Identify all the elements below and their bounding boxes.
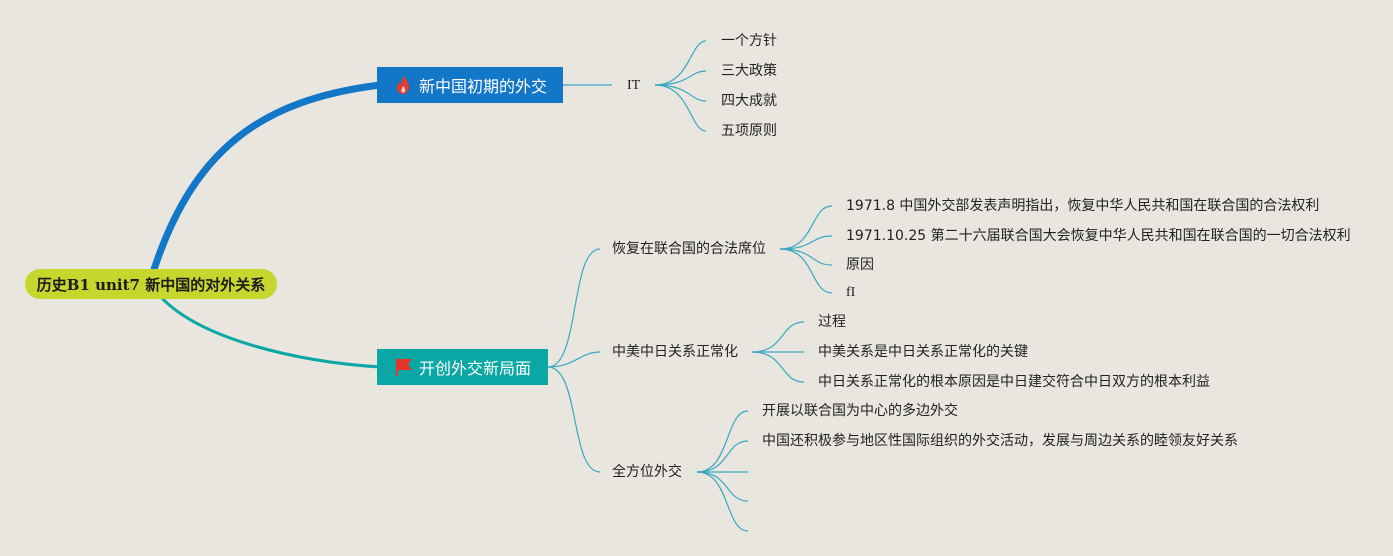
- topic3-child-2[interactable]: 中国还积极参与地区性国际组织的外交活动，发展与周边关系的睦领友好关系: [762, 433, 1238, 449]
- connectors-branch2-topics: [547, 248, 601, 473]
- topic1-child-3[interactable]: 原因: [846, 257, 874, 273]
- connectors-topic2-children: [751, 321, 805, 383]
- topic2-child-2[interactable]: 中美关系是中日关系正常化的关键: [818, 344, 1028, 360]
- topic1-child-4[interactable]: fI: [846, 285, 856, 300]
- root-topic[interactable]: 历史B1 unit7 新中国的对外关系: [25, 269, 277, 299]
- topic2-child-1[interactable]: 过程: [818, 314, 846, 330]
- topic3-child-1[interactable]: 开展以联合国为中心的多边外交: [762, 403, 958, 419]
- connectors-it-children: [654, 40, 707, 132]
- branch2-label: 开创外交新局面: [419, 359, 532, 378]
- branch1-child-2[interactable]: 三大政策: [721, 63, 777, 79]
- topic2-child-3[interactable]: 中日关系正常化的根本原因是中日建交符合中日双方的根本利益: [818, 374, 1210, 390]
- flag-icon: [395, 357, 413, 377]
- branch1-label: 新中国初期的外交: [419, 77, 548, 96]
- branch-early-diplomacy[interactable]: 新中国初期的外交: [377, 67, 563, 103]
- branch1-sub-label[interactable]: IT: [627, 78, 641, 93]
- topic1-child-1[interactable]: 1971.8 中国外交部发表声明指出，恢复中华人民共和国在联合国的合法权利: [846, 198, 1320, 214]
- root-label: 历史B1 unit7 新中国的对外关系: [36, 275, 266, 294]
- branch1-child-1[interactable]: 一个方针: [721, 33, 777, 49]
- fire-icon: [395, 75, 413, 95]
- branch1-child-3[interactable]: 四大成就: [721, 93, 777, 109]
- topic-omnidirectional[interactable]: 全方位外交: [612, 464, 682, 480]
- branch-new-diplomacy[interactable]: 开创外交新局面: [377, 349, 548, 385]
- connector-root-branch2: [158, 294, 381, 369]
- branch1-child-4[interactable]: 五项原则: [721, 123, 777, 139]
- topic-normalization[interactable]: 中美中日关系正常化: [612, 344, 738, 360]
- topic-un-seat[interactable]: 恢复在联合国的合法席位: [612, 241, 766, 257]
- topic1-child-2[interactable]: 1971.10.25 第二十六届联合国大会恢复中华人民共和国在联合国的一切合法权…: [846, 228, 1351, 244]
- connectors-topic3-children: [696, 410, 749, 532]
- connector-root-branch1: [146, 81, 384, 286]
- connectors-topic1-children: [779, 205, 833, 294]
